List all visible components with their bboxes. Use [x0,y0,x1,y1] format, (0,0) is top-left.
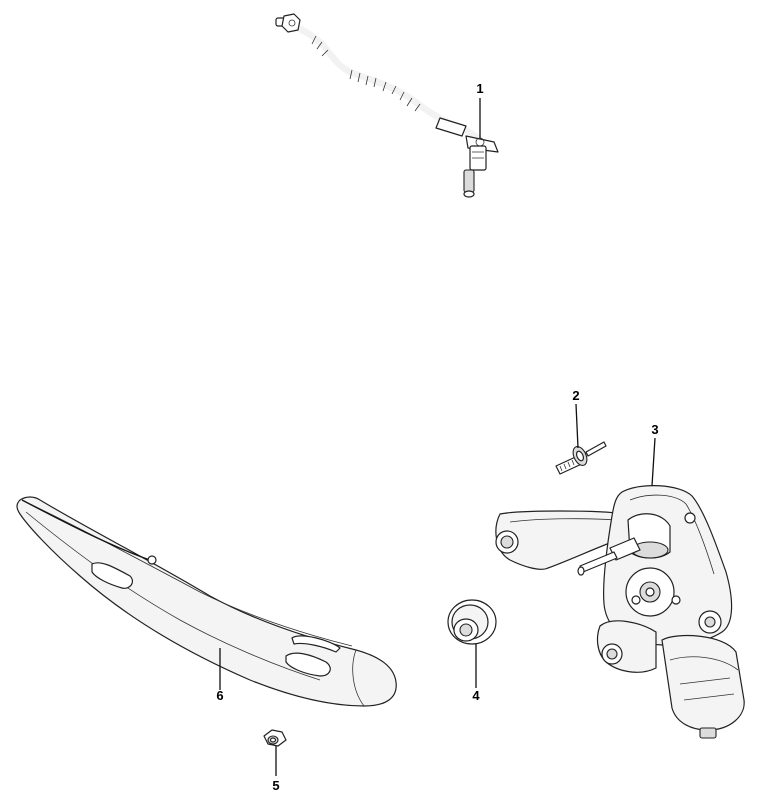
callout-5: 5 [272,778,279,793]
wiper-motor [495,485,745,739]
callout-4: 4 [472,688,480,703]
mounting-bolt [555,441,607,475]
washer-hose [275,13,499,198]
leader-line-2 [575,403,579,449]
callout-labels: 1 2 3 4 5 6 [216,81,658,793]
callout-6: 6 [216,688,223,703]
callout-1: 1 [476,81,483,96]
callout-2: 2 [572,388,579,403]
leader-line-3 [651,437,656,487]
callout-3: 3 [651,422,658,437]
wiper-arm [16,496,397,707]
grommet [447,599,497,645]
leader-lines [219,98,656,776]
nut [263,729,287,747]
